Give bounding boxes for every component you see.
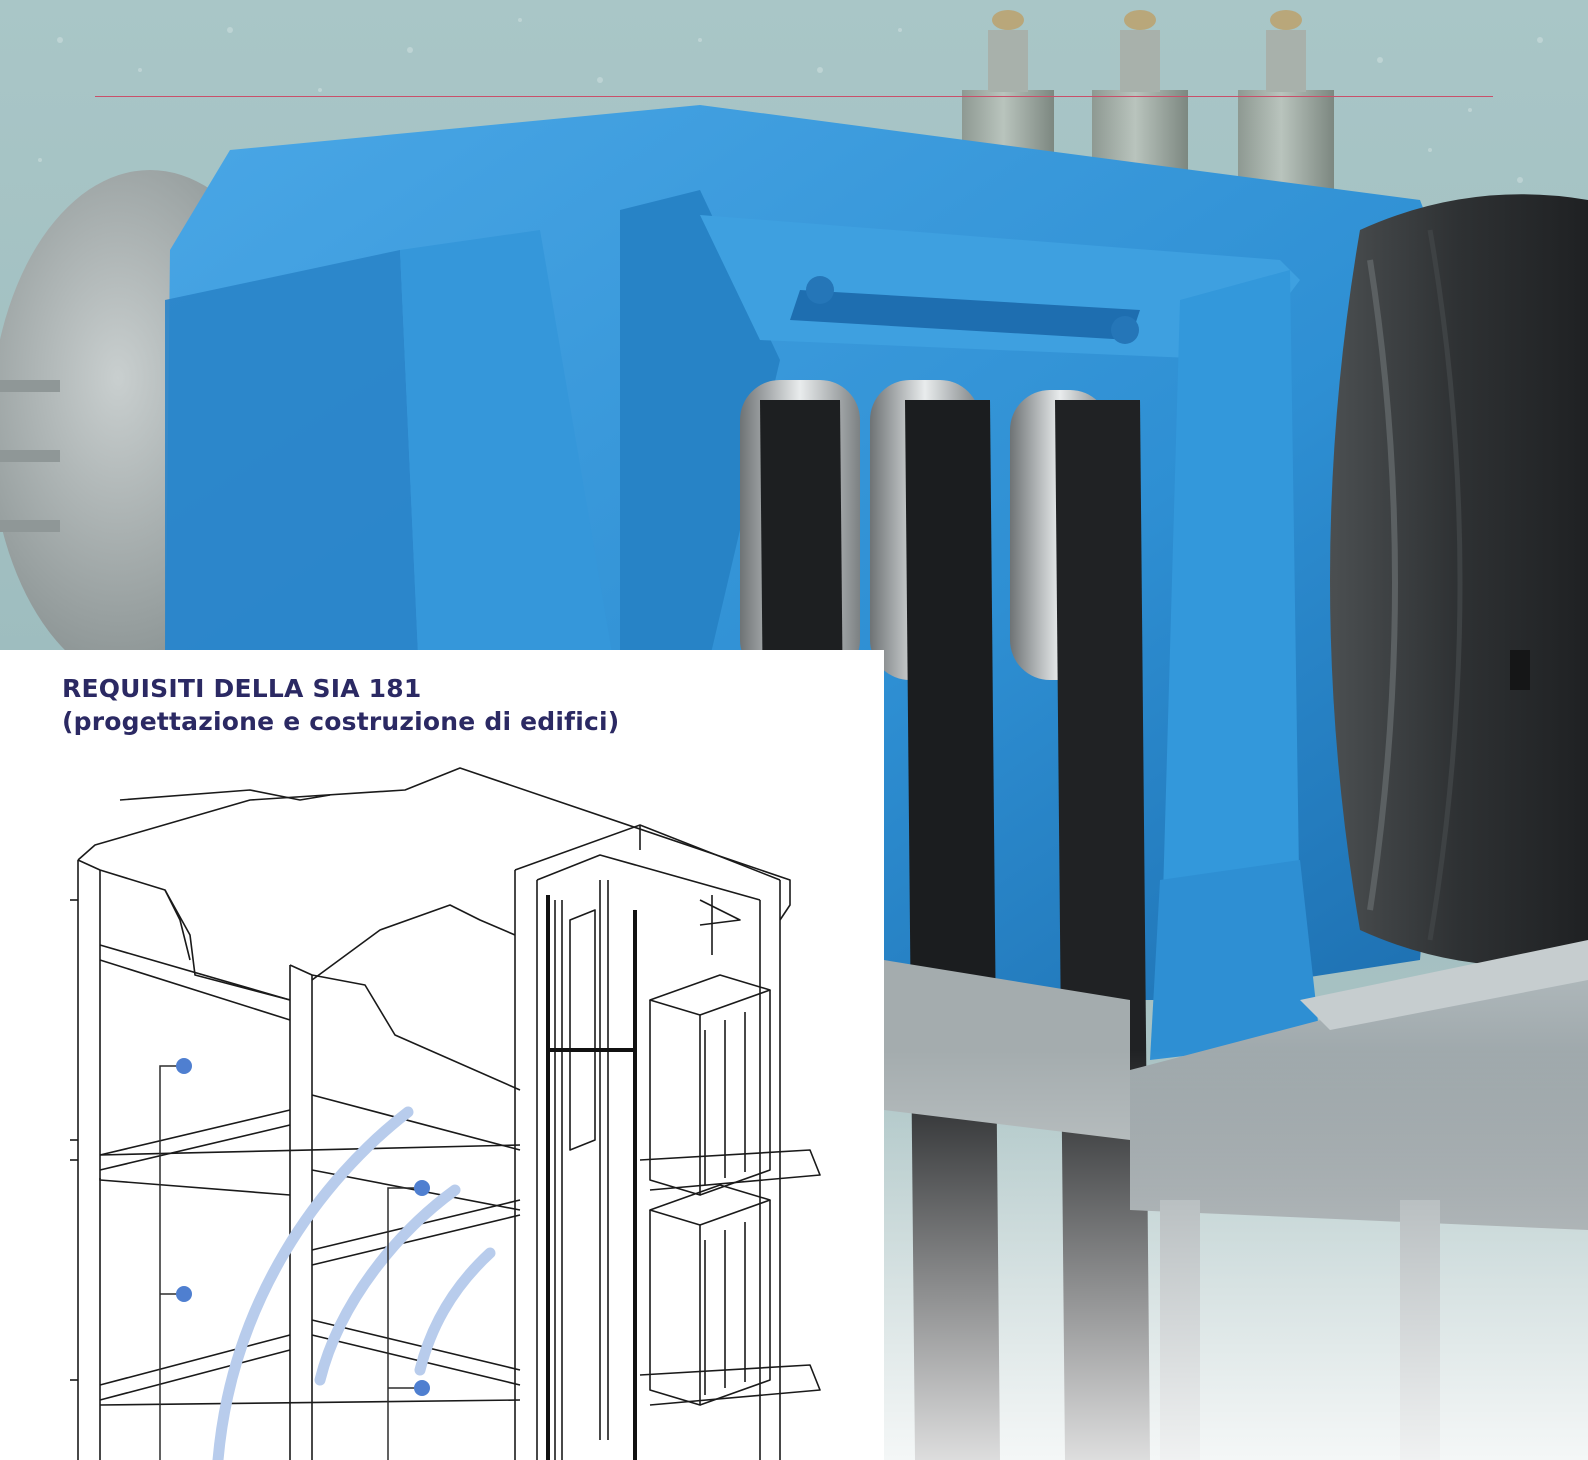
building-drawing [0, 650, 884, 1460]
heading-line-2: (progettazione e costruzione di edifici) [62, 707, 620, 736]
section-heading: REQUISITI DELLA SIA 181 (progettazione e… [62, 672, 619, 738]
heading-line-1: REQUISITI DELLA SIA 181 [62, 674, 422, 703]
top-rule-line [95, 96, 1493, 97]
